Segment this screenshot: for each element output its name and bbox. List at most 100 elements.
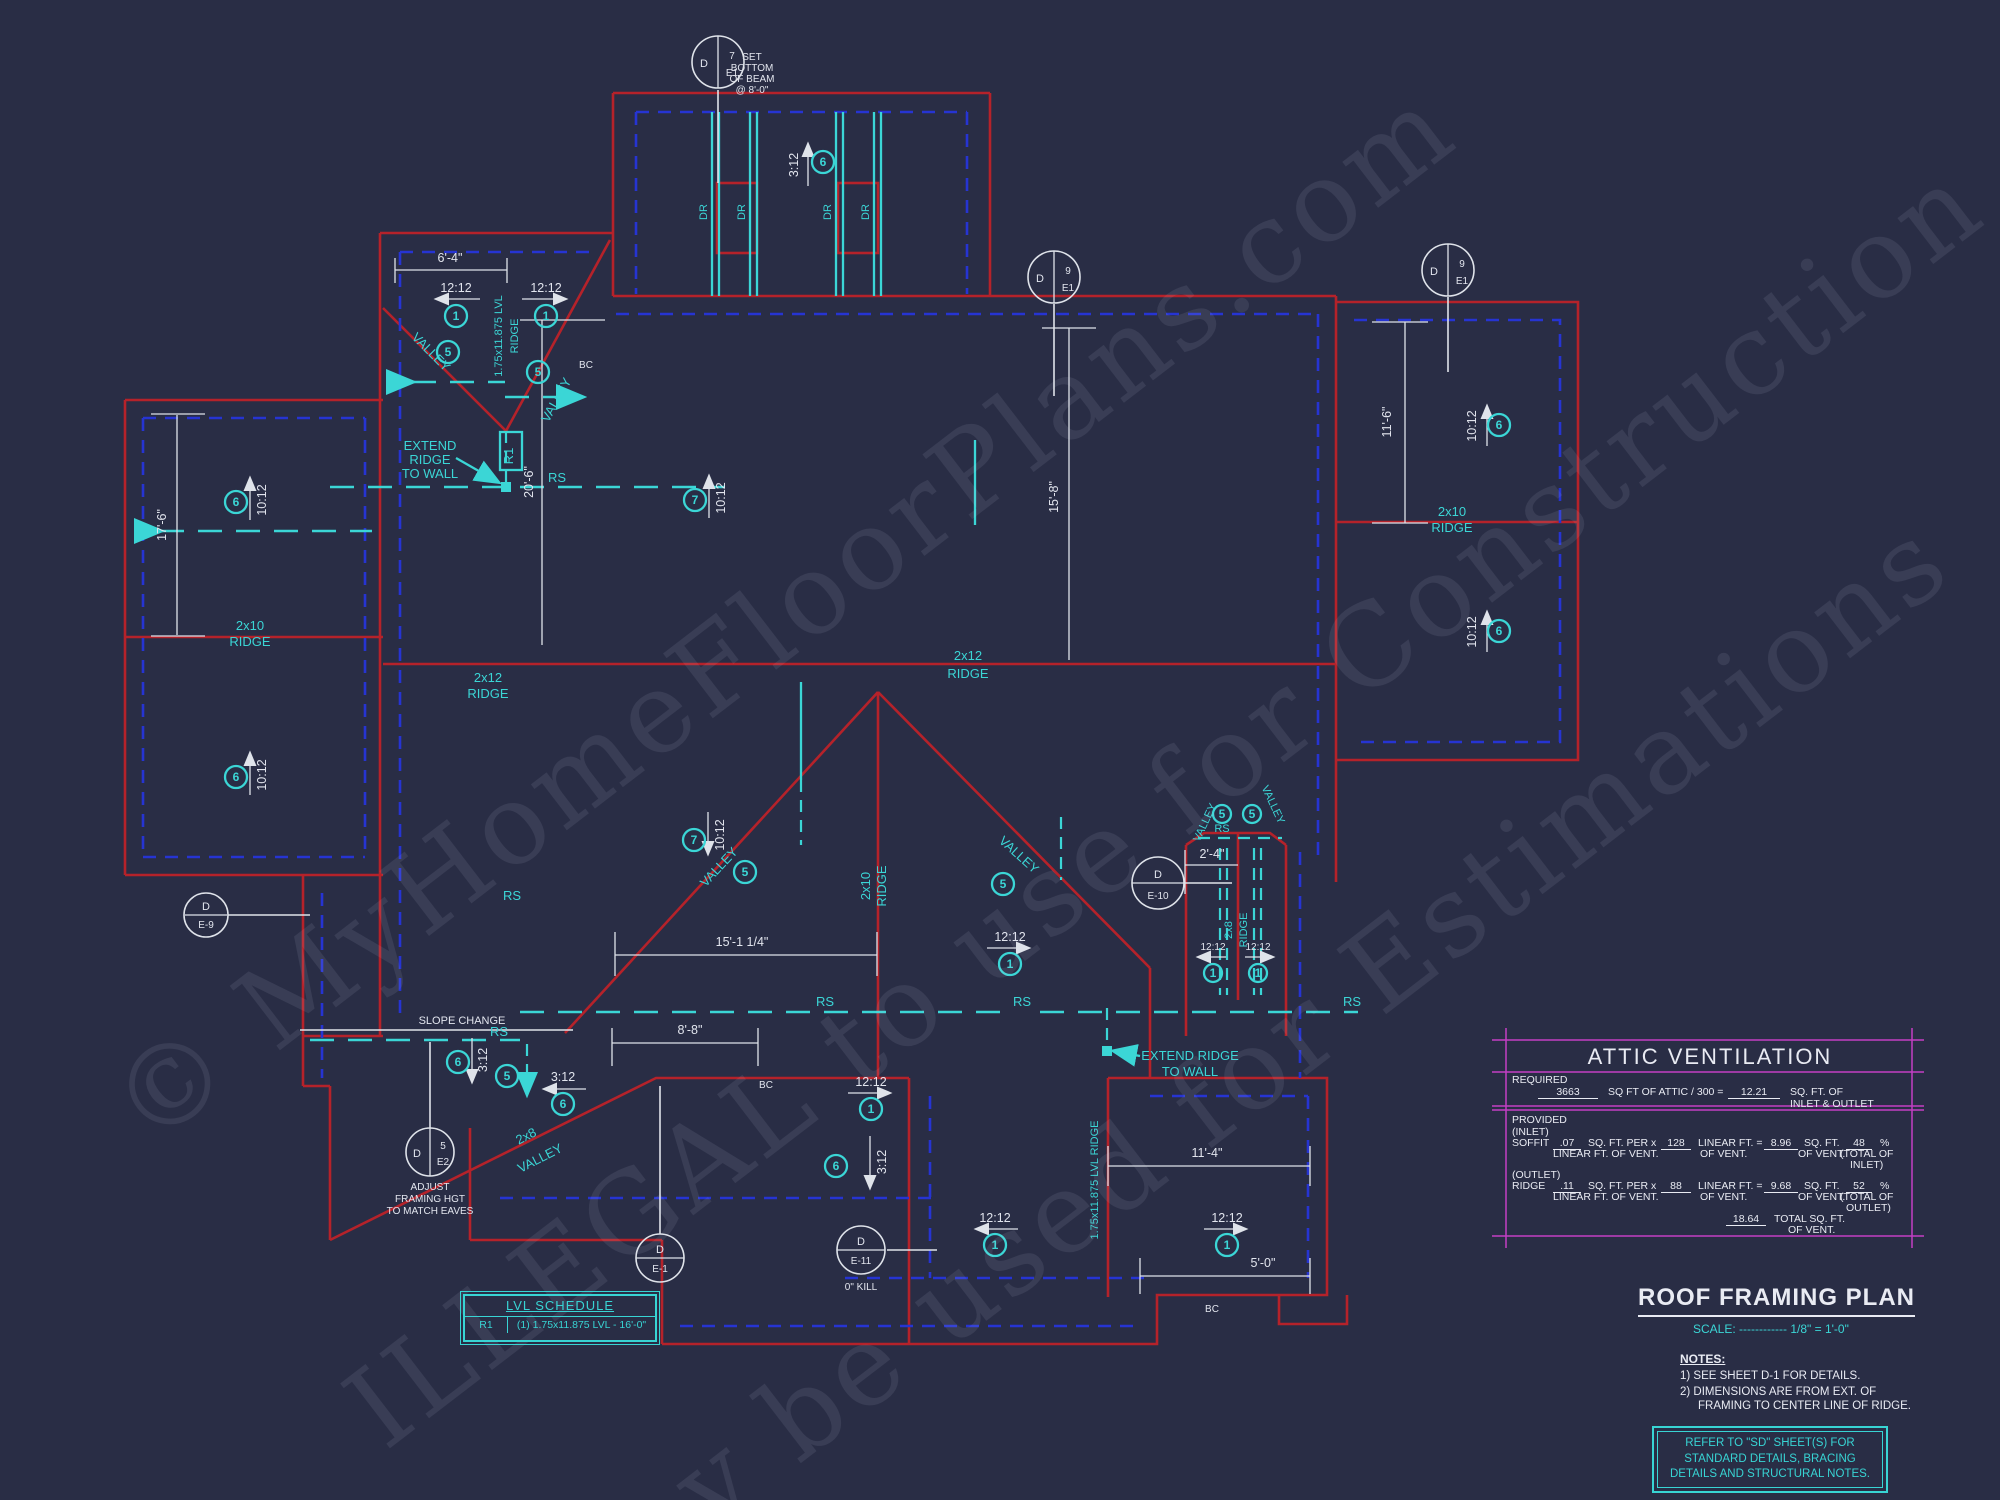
keynote: 1 [1210,966,1217,980]
outlet-coeff: .11 [1553,1180,1581,1193]
inlet-name: SOFFIT [1512,1137,1550,1149]
keynote: 5 [742,865,749,879]
ridge-size: 2x12 [954,648,982,663]
dim-label: 8'-8" [678,1023,703,1037]
extend-ridge-note: EXTEND [404,438,457,453]
linear-eq: LINEAR FT. = [1698,1180,1763,1192]
pitch-label: 12:12 [1200,942,1225,953]
attic-ventilation-table: ATTIC VENTILATION REQUIRED 3663 SQ FT OF… [1498,1038,1922,1238]
roof-outline-red [123,91,1580,1346]
bc-label: BC [759,1080,773,1091]
pitch-label: 12:12 [994,930,1025,944]
ridge-word: RIDGE [947,666,989,681]
set-bottom-note: SET [742,52,761,63]
slope-change-note: SLOPE CHANGE [419,1015,506,1027]
bubble-sheet: E-1 [652,1264,668,1275]
detail-bubbles: D 7 E1 D 9 E1 D 9 E1 D E-9 D 5 E2 D E-1 … [183,35,1475,1283]
dim-label: 6'-4" [438,251,463,265]
ridge-lines-cyan [134,112,1358,1099]
dim-label: 2'-4" [1200,847,1225,861]
keynote: 6 [233,495,240,509]
bubble-letter: D [202,901,210,913]
keynote: 6 [833,1159,840,1173]
total-label: OF VENT. [1788,1224,1836,1236]
outlet-length: 88 [1661,1180,1691,1193]
bubble-letter: D [700,58,708,70]
scale-dashes: ------------ [1739,1322,1787,1336]
ridge-word: RIDGE [874,865,889,907]
bubble-sheet: 5 [440,1141,446,1152]
pitch-label: 3:12 [875,1150,889,1174]
outlet-tag: (OUTLET) [1512,1169,1561,1181]
set-bottom-note: @ 8'-0" [736,85,769,96]
sub-label: (TOTAL OF [1840,1191,1894,1203]
bubble-sheet: E-11 [851,1256,872,1267]
wall-lines-blue [141,110,1562,1328]
sheet-title: ROOF FRAMING PLAN [1638,1284,1915,1317]
pct-sign: % [1880,1180,1890,1192]
sub-label: INLET) [1850,1159,1884,1171]
dr-label: DR [698,204,710,220]
dim-label: 11'-4" [1192,1146,1223,1160]
bubble-letter: D [1036,273,1044,285]
attic-sqft: 3663 [1538,1086,1598,1099]
keynote: 1 [543,309,550,323]
outlet-name: RIDGE [1512,1180,1546,1192]
bubble-letter: D [656,1244,664,1256]
sub-label: OF VENT. [1700,1191,1748,1203]
pitch-label: 3:12 [551,1070,575,1084]
attic-req-unit: SQ. FT. OF [1790,1086,1844,1098]
keynote: 6 [820,155,827,169]
inlet-pct: 48 [1846,1137,1872,1150]
attic-req-value: 12.21 [1728,1086,1780,1099]
r1-tag: R1 [501,448,516,465]
adjust-framing-note: TO MATCH EAVES [387,1206,474,1217]
set-bottom-note: OF BEAM [729,74,774,85]
keynote: 1 [1255,966,1262,980]
pitch-label: 12:12 [979,1211,1010,1225]
pitch-label: 12:12 [1211,1211,1242,1225]
attic-req-formula: SQ FT OF ATTIC / 300 = [1608,1086,1724,1098]
keynote: 1 [453,309,460,323]
notes-title: NOTES: [1680,1352,1726,1366]
bubble-sheet: E1 [726,68,739,79]
bubble-letter: D [857,1236,865,1248]
extend-ridge-note: EXTEND RIDGE [1141,1048,1239,1063]
keynote: 1 [992,1238,999,1252]
sub-label: OF VENT. [1700,1148,1748,1160]
rs-label: RS [816,994,834,1009]
scale-note: SCALE: ------------ 1/8" = 1'-0" [1693,1322,1938,1336]
sub-label: LINEAR FT. OF VENT. [1553,1191,1659,1203]
rs-label: RS [503,888,521,903]
dim-label: 17'-6" [155,509,169,541]
ridge-size: 2x8 [1223,921,1235,939]
keynote: 5 [504,1069,511,1083]
bubble-sheet: 7 [729,51,735,62]
bc-label: BC [579,360,593,371]
pitch-markers: 12:12 1 12:12 1 10:12 6 10:12 6 10:12 7 … [223,141,1512,1258]
dr-label: DR [736,204,748,220]
dim-label: 15'-1 1/4" [716,935,769,949]
dr-label: DR [860,204,872,220]
rs-label: RS [548,470,566,485]
sub-label: OF VENT. [1798,1148,1846,1160]
pitch-label: 10:12 [255,759,269,790]
total-label: TOTAL SQ. FT. [1774,1213,1845,1225]
bubble-sheet: E-9 [198,920,214,931]
bubble-sheet: 9 [1065,266,1071,277]
pitch-label: 3:12 [787,153,801,177]
attic-req-unit2: INLET & OUTLET [1790,1098,1874,1110]
heel-note: 0" KILL [845,1282,878,1293]
extend-ridge-note: RIDGE [409,452,451,467]
keynote: 5 [535,365,542,379]
total-vent: 18.64 [1726,1213,1766,1226]
attic-title: ATTIC VENTILATION [1587,1044,1833,1069]
keynote: 6 [1496,418,1503,432]
dim-label: 15'-8" [1047,481,1061,513]
sd-ref-line: REFER TO "SD" SHEET(S) FOR [1685,1437,1855,1449]
keynote: 5 [1219,807,1226,821]
keynote: 6 [560,1097,567,1111]
keynote: 5 [1249,807,1256,821]
per-label: SQ. FT. PER x [1588,1180,1657,1192]
